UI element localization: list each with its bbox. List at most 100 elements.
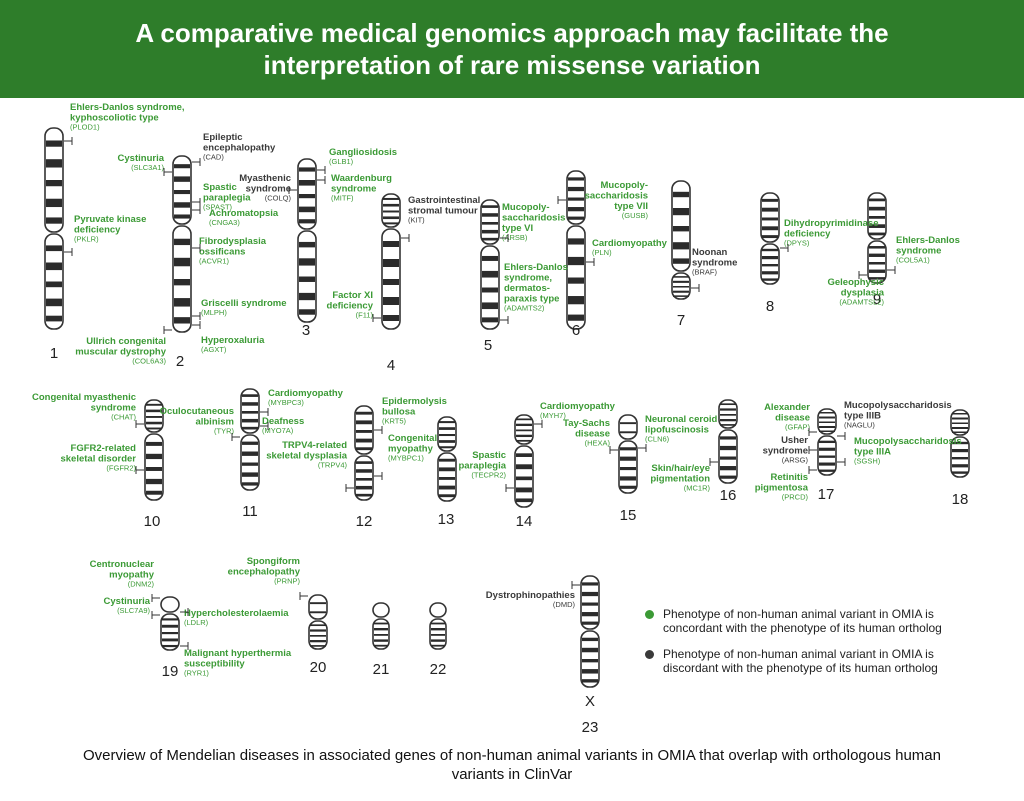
chromosome-band (46, 217, 62, 224)
chromosome-q-arm (240, 434, 260, 491)
chromosome-band (439, 485, 455, 490)
chromosome-p-arm (354, 405, 374, 455)
gene-label: (SPAST) (203, 203, 233, 212)
chromosome-q-arm (354, 455, 374, 501)
legend: Phenotype of non-human animal variant in… (643, 607, 973, 687)
chromosome-band (299, 241, 315, 248)
chromosome-1 (44, 127, 64, 330)
chromosome-band (46, 180, 62, 187)
chromosome-band (720, 408, 736, 411)
chromosome-band (673, 208, 689, 216)
chromosome-band (146, 409, 162, 413)
chromosome-p-arm (144, 399, 164, 433)
chromosome-5 (480, 199, 500, 330)
chromosome-band (299, 194, 315, 199)
chromosome-band (431, 639, 445, 642)
chromosome-band (952, 441, 968, 445)
disease-annotation: Cardiomyopathy(PLN) (586, 238, 668, 266)
chromosome-band (762, 198, 778, 202)
chromosome-band (146, 478, 162, 485)
chromosome-band (568, 186, 584, 192)
disease-label: Cystinuria (104, 596, 151, 607)
chromosome-band (383, 297, 399, 305)
chromosome-band (383, 259, 399, 267)
chromosome-q-arm (308, 620, 328, 650)
chromosome-band (146, 427, 162, 430)
discordant-dot-icon (645, 650, 654, 659)
chromosome-p-arm (566, 170, 586, 225)
disease-annotation: Gangliosidosis(GLB1) (317, 147, 397, 174)
chromosome-3 (297, 158, 317, 323)
chromosome-label-11: 11 (242, 503, 258, 520)
chromosome-label-3: 3 (302, 322, 310, 339)
chromosome-band (46, 262, 62, 271)
gene-label: (PLOD1) (70, 123, 100, 132)
chromosome-q-arm (381, 228, 401, 330)
chromosome-band (952, 431, 968, 433)
chromosome-label-17: 17 (818, 486, 835, 503)
chromosome-band (174, 238, 190, 246)
legend-label-line2: discordant with the phenotype of its hum… (663, 661, 938, 675)
chromosome-band (482, 222, 498, 225)
chromosome-band (516, 464, 532, 470)
chromosome-band (383, 241, 399, 247)
disease-annotation: Dystrophinopathies(DMD) (486, 581, 580, 609)
chromosome-band (720, 403, 736, 406)
gene-label: (ARSG) (782, 456, 809, 465)
chromosome-band (720, 475, 736, 479)
chromosome-band (299, 180, 315, 186)
chromosome-9 (867, 192, 887, 284)
chromosome-band (568, 177, 584, 181)
chromosome-band (46, 245, 62, 252)
chromosome-band (310, 602, 326, 605)
chromosome-band (356, 420, 372, 425)
chromosome-band (242, 426, 258, 430)
chromosome-band (620, 467, 636, 471)
chromosome-band (439, 458, 455, 462)
chromosome-band (819, 447, 835, 451)
chromosome-p-arm (172, 155, 192, 225)
chromosome-band (673, 286, 689, 288)
chromosome-label-16: 16 (720, 487, 737, 504)
disease-annotation: Cystinuria(SLC7A9) (104, 596, 160, 619)
chromosome-band (819, 430, 835, 432)
gene-label: (DMD) (553, 600, 576, 609)
chromosome-arm-outline (429, 602, 447, 618)
disease-label: Deafness (262, 416, 304, 427)
disease-annotation: Cardiomyopathy(MYBPC3) (260, 388, 344, 416)
gene-label: (PRNP) (274, 577, 300, 586)
chromosome-band (383, 279, 399, 285)
gene-label: (MYBPC3) (268, 398, 304, 407)
chromosome-band (46, 315, 62, 322)
chromosome-label-21: 21 (373, 661, 390, 678)
chromosome-band (720, 414, 736, 416)
chromosome-band (439, 434, 455, 437)
chromosome-label-18: 18 (952, 491, 969, 508)
chromosome-label-X: X (585, 693, 595, 710)
chromosome-q-arm (160, 613, 180, 651)
chromosome-band (374, 628, 388, 631)
chromosome-band (299, 206, 315, 213)
chromosome-band (762, 264, 778, 267)
chromosome-label-9: 9 (873, 291, 881, 308)
chromosome-7 (671, 180, 691, 300)
chromosome-p-arm (760, 192, 780, 243)
chromosome-band (310, 629, 326, 632)
chromosome-label-23: 23 (582, 719, 599, 736)
